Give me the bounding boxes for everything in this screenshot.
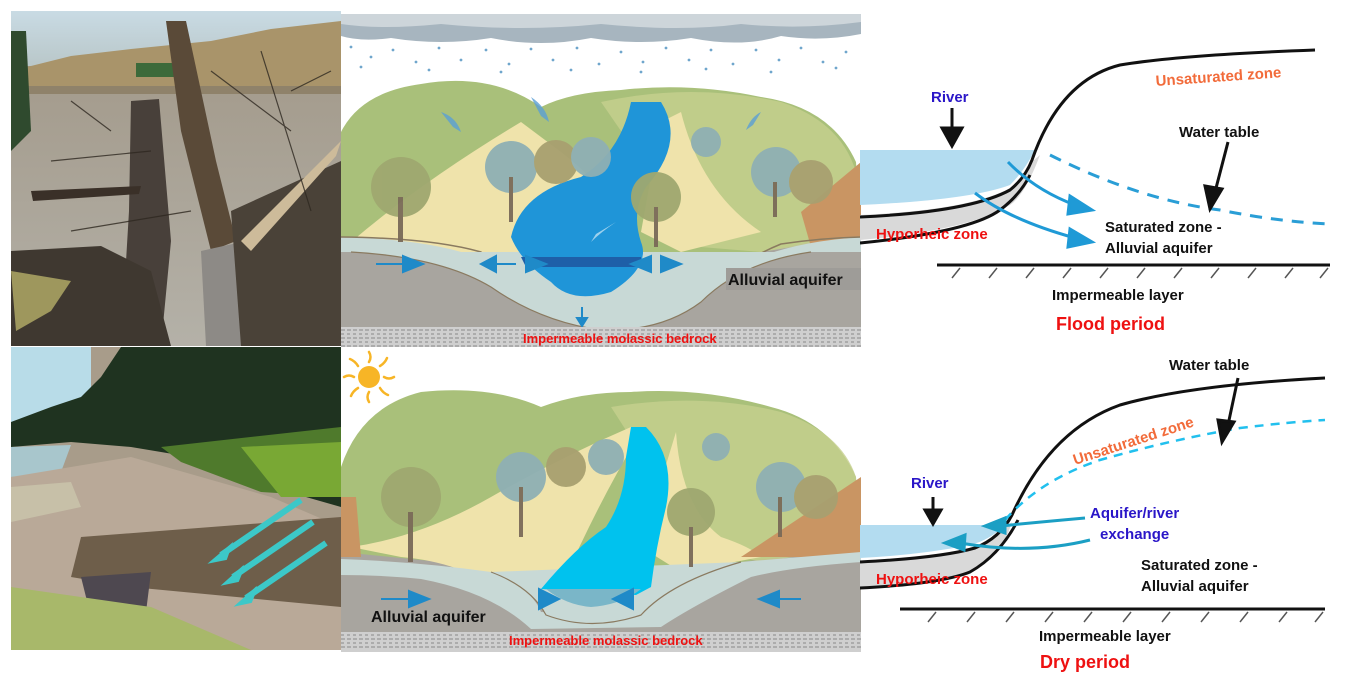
exchange-label: Aquifer/river <box>1090 505 1179 522</box>
river-water <box>860 150 1035 205</box>
hyporheic-zone-label: Hyporheic zone <box>876 226 988 243</box>
river-pointer-arrow <box>939 108 965 150</box>
impermeable-layer <box>937 263 1330 279</box>
river-pointer-arrow <box>922 497 944 528</box>
river-water <box>860 525 1005 558</box>
dry-bedrock-label: Impermeable molassic bedrock <box>509 633 703 648</box>
unsaturated-zone-label: Unsaturated zone <box>1155 64 1282 90</box>
infiltration-arrows <box>974 160 1097 249</box>
impermeable-layer-label: Impermeable layer <box>1039 628 1171 645</box>
dry-illustration: Alluvial aquifer Impermeable molassic be… <box>341 347 861 652</box>
hyporheic-zone-band <box>860 155 1040 240</box>
water-table-line <box>1049 153 1331 226</box>
flood-aquifer-label: Alluvial aquifer <box>728 272 843 289</box>
flood-bedrock-label: Impermeable molassic bedrock <box>523 331 717 346</box>
saturated-zone-label: Saturated zone - <box>1141 557 1258 574</box>
saturated-zone-label: Saturated zone - <box>1105 219 1222 236</box>
groundwater-flow-arrows <box>376 254 684 328</box>
impermeable-layer <box>900 607 1325 623</box>
impermeable-layer-label: Impermeable layer <box>1052 287 1184 304</box>
flood-schematic: River Unsaturated zone Water table Hypor… <box>860 0 1345 340</box>
rain-cloud-icon <box>341 14 861 74</box>
water-table-pointer-arrow <box>1203 141 1230 214</box>
water-table-line <box>1004 418 1326 521</box>
exchange-label-2: exchange <box>1100 526 1169 543</box>
alluvial-aquifer-label: Alluvial aquifer <box>1105 240 1213 257</box>
flood-photo <box>11 11 341 346</box>
dry-schematic: Water table Unsaturated zone River Aquif… <box>860 340 1345 684</box>
groundwater-flow-arrows <box>381 587 801 611</box>
water-table-pointer-arrow <box>1216 377 1240 447</box>
alluvial-aquifer-label: Alluvial aquifer <box>1141 578 1249 595</box>
seepage-arrows <box>207 497 328 607</box>
period-title: Dry period <box>1040 652 1130 672</box>
sun-icon <box>342 350 396 404</box>
dry-photo <box>11 347 341 650</box>
period-title: Flood period <box>1056 314 1165 334</box>
river-label: River <box>931 89 969 106</box>
hyporheic-zone-band <box>860 522 1012 588</box>
river-label: River <box>911 475 949 492</box>
exchange-arrows <box>940 515 1091 553</box>
dry-aquifer-label: Alluvial aquifer <box>371 609 486 626</box>
water-table-label: Water table <box>1179 124 1259 141</box>
flood-illustration: Alluvial aquifer Impermeable molassic be… <box>341 12 861 347</box>
water-table-label: Water table <box>1169 357 1249 374</box>
hyporheic-zone-label: Hyporheic zone <box>876 571 988 588</box>
